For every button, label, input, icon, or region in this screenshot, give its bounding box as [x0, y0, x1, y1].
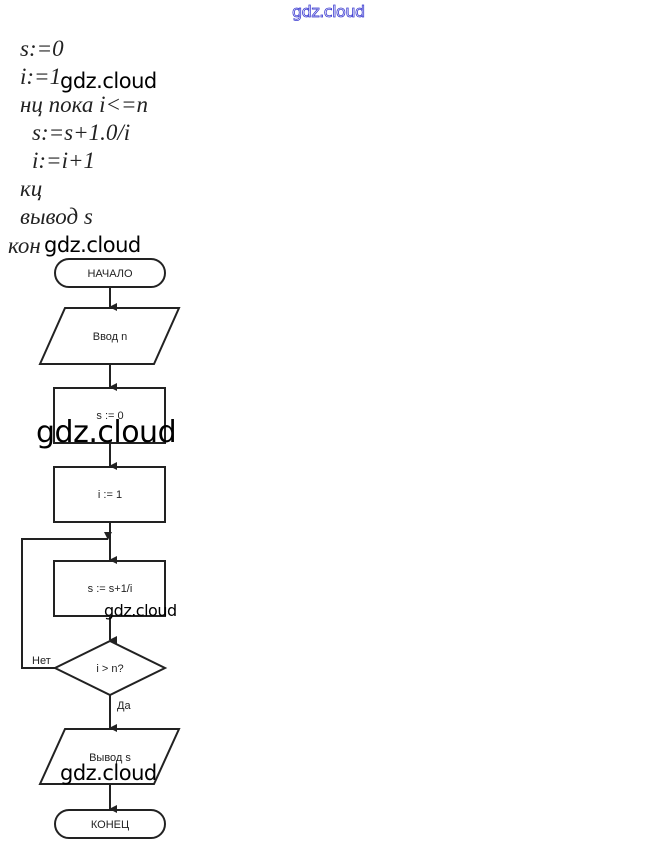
- init-s-box: [53, 387, 166, 444]
- code-line: нц пока i<=n: [20, 92, 149, 117]
- init-i-label: i := 1: [98, 489, 122, 501]
- code-line: кон: [8, 233, 41, 258]
- input-parallelogram: [38, 307, 181, 365]
- init-i-box: [53, 466, 166, 523]
- watermark-top: gdz.cloud: [292, 2, 366, 22]
- code-line: кц: [20, 176, 43, 201]
- body-label: s := s+1/i: [88, 583, 133, 595]
- watermark: gdz.cloud: [60, 761, 157, 785]
- code-line: вывод s: [20, 204, 93, 229]
- code-line: i:=i+1: [32, 148, 95, 173]
- body-box: [53, 560, 166, 617]
- watermark: gdz.cloud: [104, 601, 177, 620]
- end-label: КОНЕЦ: [91, 819, 129, 831]
- code-line: s:=0: [20, 36, 64, 61]
- output-label: Вывод s: [89, 752, 131, 764]
- no-label: Нет: [32, 655, 51, 667]
- code-line: s:=s+1.0/i: [32, 120, 131, 145]
- loop-back-line: [21, 532, 112, 669]
- watermark: gdz.cloud: [60, 69, 157, 93]
- watermark: gdz.cloud: [44, 233, 141, 257]
- start-label: НАЧАЛО: [87, 268, 133, 280]
- input-label: Ввод n: [93, 331, 128, 343]
- condition-label: i > n?: [96, 663, 123, 675]
- code-line: i:=1: [20, 64, 62, 89]
- init-s-label: s := 0: [96, 410, 123, 422]
- watermark: gdz.cloud: [36, 415, 177, 450]
- yes-label: Да: [117, 700, 131, 712]
- output-parallelogram: [38, 728, 181, 785]
